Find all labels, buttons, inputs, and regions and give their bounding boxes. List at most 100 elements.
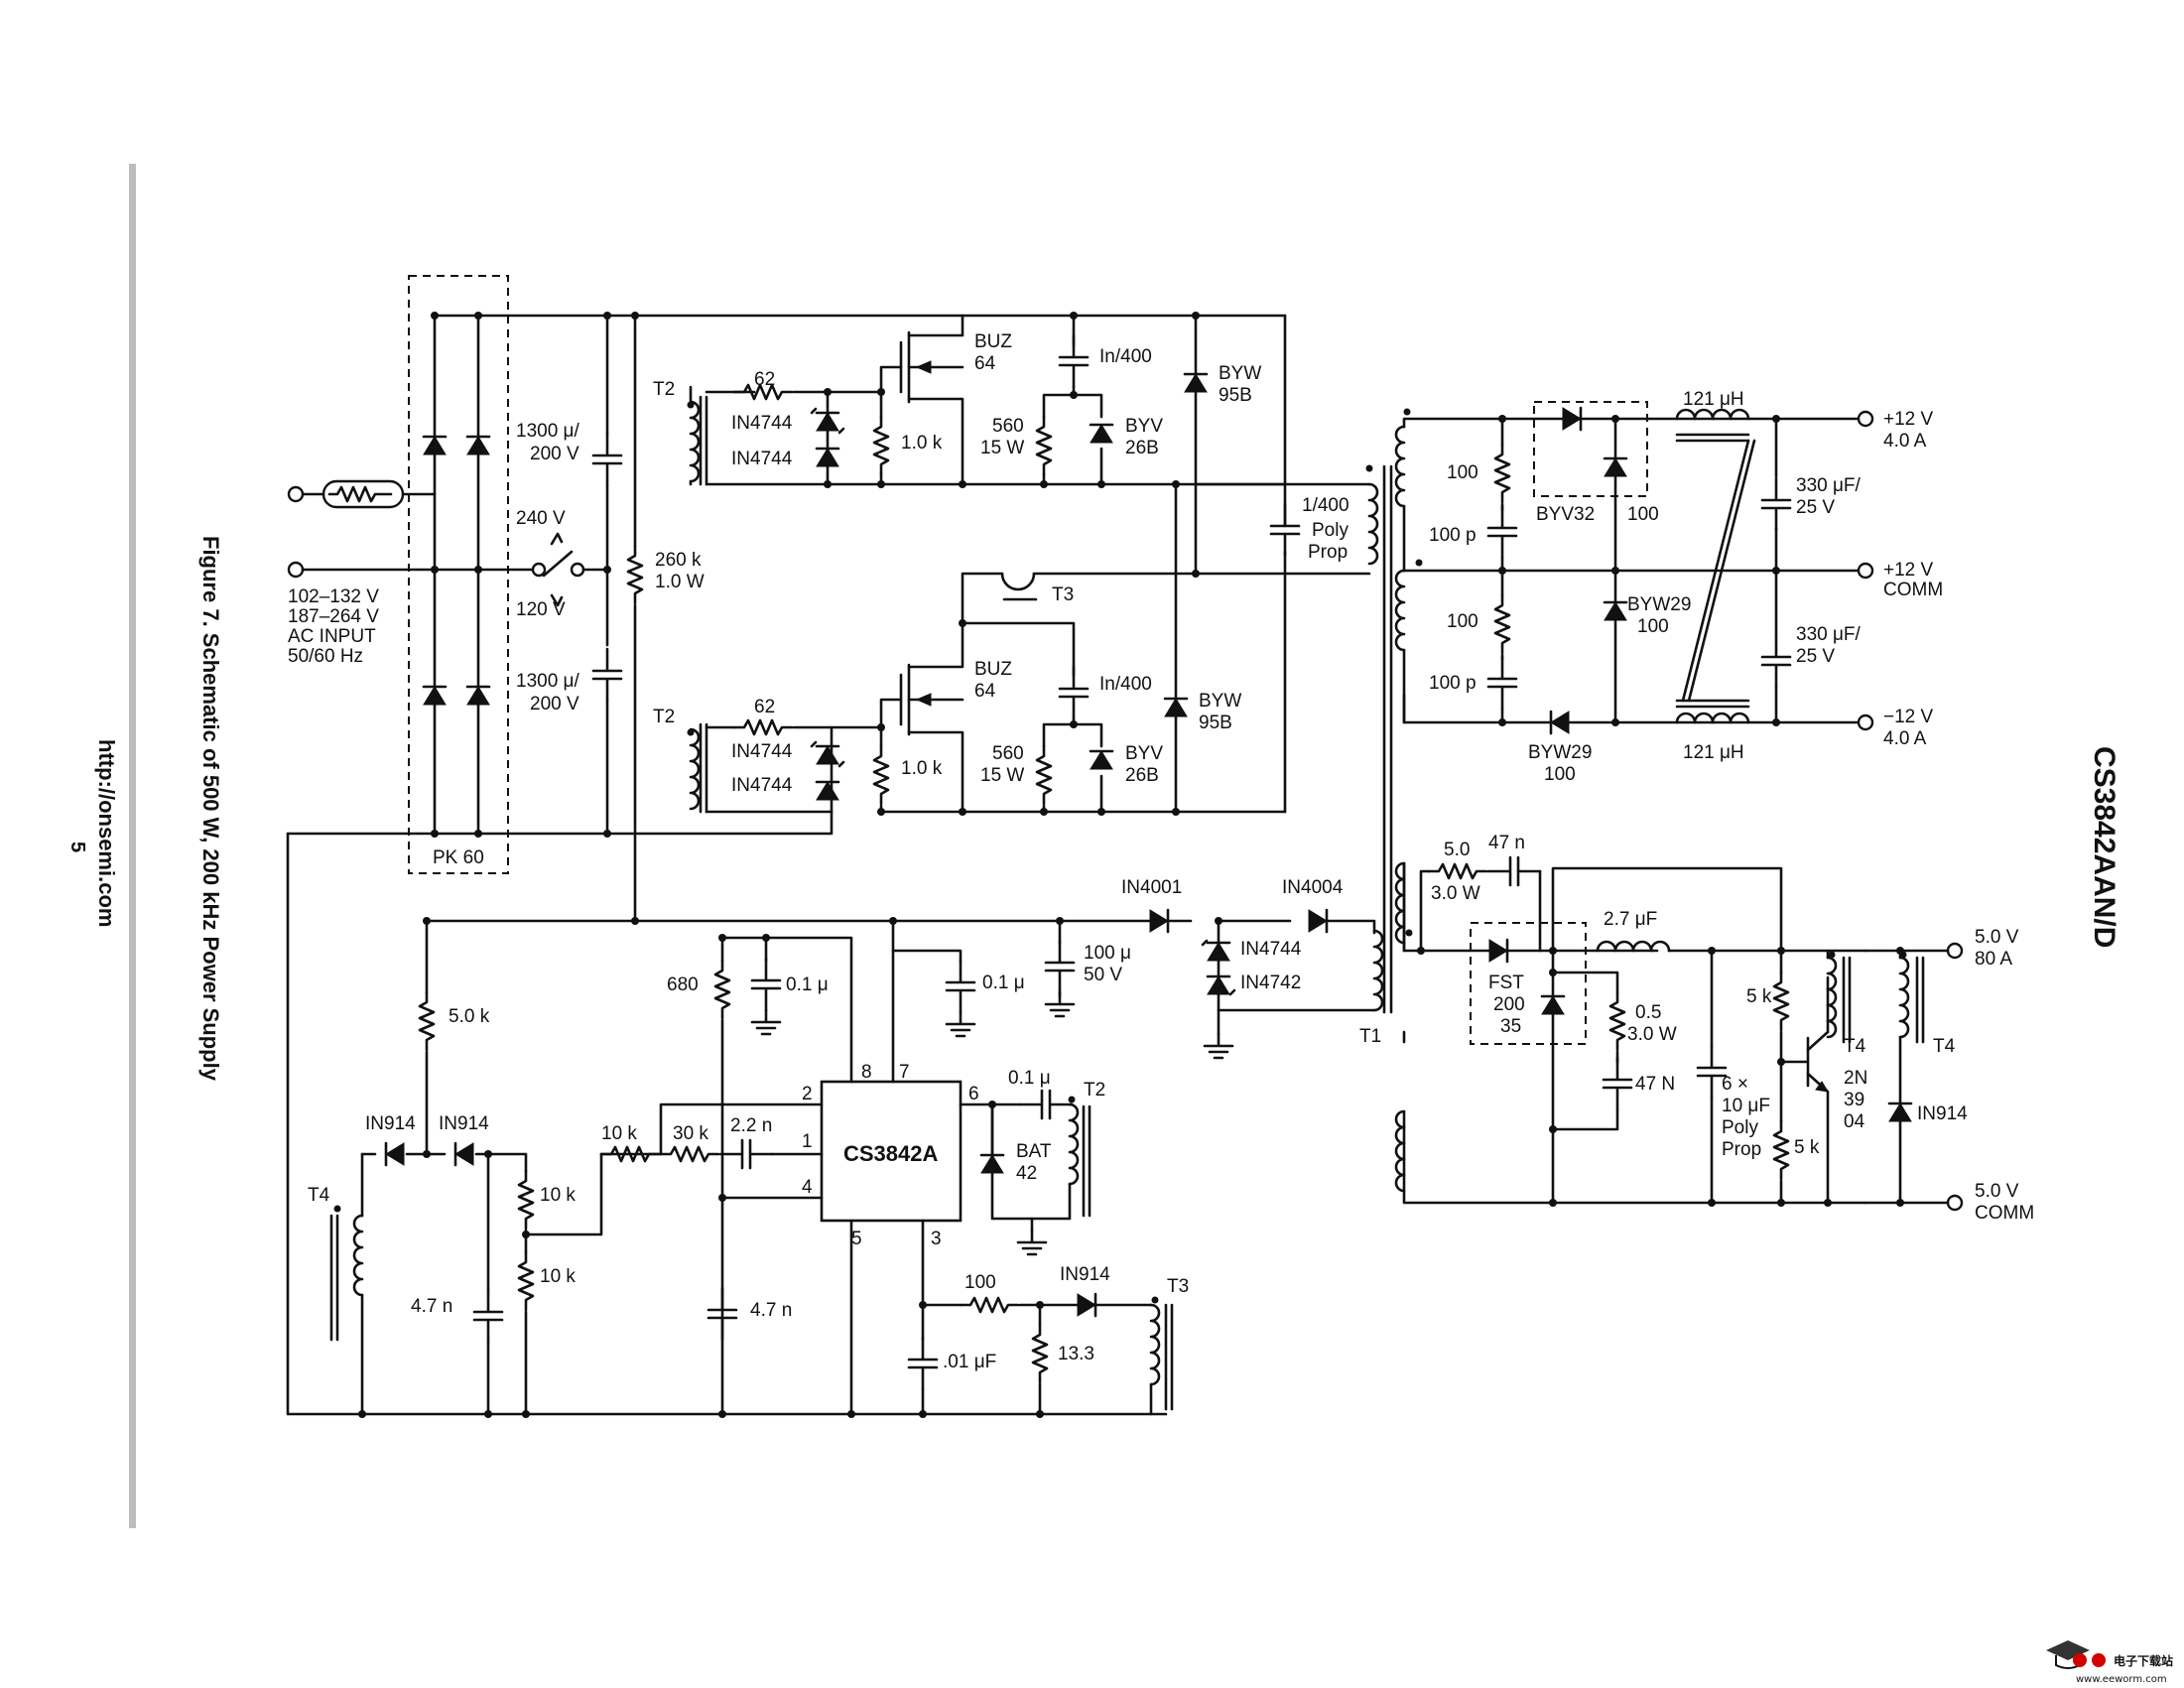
svg-text:560: 560 [992,416,1024,437]
svg-text:CS3842A: CS3842A [843,1141,939,1166]
svg-text:64: 64 [974,681,996,702]
fst20035-box [1470,922,1587,1045]
svg-text:330 μF/: 330 μF/ [1796,475,1862,496]
svg-text:BYV: BYV [1125,416,1163,437]
svg-text:200 V: 200 V [530,694,579,714]
svg-text:0.5: 0.5 [1635,1002,1661,1023]
svg-text:680: 680 [667,974,699,995]
svg-text:FST: FST [1488,973,1524,993]
svg-text:0.1 μ: 0.1 μ [1008,1068,1051,1089]
svg-text:IN914: IN914 [365,1113,416,1134]
svg-text:120 V: 120 V [516,599,566,620]
svg-text:100: 100 [1544,764,1576,785]
svg-text:IN4744: IN4744 [1240,939,1302,960]
svg-text:10 μF: 10 μF [1722,1096,1770,1116]
svg-text:T1: T1 [1359,1026,1381,1047]
svg-text:4.7 n: 4.7 n [750,1300,792,1321]
svg-text:8: 8 [861,1062,872,1083]
svg-text:IN4004: IN4004 [1282,877,1344,898]
svg-text:64: 64 [974,353,996,374]
svg-text:BYW: BYW [1219,363,1261,384]
svg-text:1300 μ/: 1300 μ/ [516,671,579,692]
svg-text:26B: 26B [1125,765,1159,786]
svg-text:1/400: 1/400 [1302,495,1349,516]
svg-text:15 W: 15 W [980,765,1024,786]
svg-text:50/60 Hz: 50/60 Hz [288,646,363,667]
svg-text:95B: 95B [1219,385,1252,406]
svg-text:T2: T2 [653,379,675,400]
svg-text:10 k: 10 k [540,1185,576,1206]
svg-text:25 V: 25 V [1796,646,1835,667]
svg-text:100: 100 [1447,462,1478,483]
svg-text:39: 39 [1844,1090,1864,1110]
svg-text:IN4744: IN4744 [731,413,793,434]
svg-text:1.0 k: 1.0 k [901,433,943,454]
svg-text:260 k: 260 k [655,550,702,571]
svg-text:COMM: COMM [1975,1203,2034,1224]
secondary-5v: 5.0 3.0 W 47 n FST 200 35 0.5 3.0 W 47 N… [1417,833,2034,1224]
svg-text:Poly: Poly [1312,520,1349,541]
svg-text:BYW: BYW [1199,691,1241,712]
svg-text:4.7 n: 4.7 n [411,1296,452,1317]
svg-text:BYW29: BYW29 [1528,742,1592,763]
svg-text:5: 5 [851,1229,862,1249]
svg-text:5.0 V: 5.0 V [1975,927,2019,948]
watermark-logo: 电子下载站 www.eeworm.com [2046,1640,2173,1685]
svg-text:T2: T2 [653,707,675,727]
svg-text:.01 μF: .01 μF [943,1352,996,1372]
svg-text:62: 62 [754,369,775,390]
svg-text:Prop: Prop [1722,1139,1761,1160]
svg-text:5.0 k: 5.0 k [449,1006,490,1027]
svg-text:7: 7 [899,1062,910,1083]
svg-text:13.3: 13.3 [1058,1344,1094,1364]
svg-text:6 ×: 6 × [1722,1074,1748,1095]
svg-text:187–264 V: 187–264 V [288,606,379,627]
svg-text:BUZ: BUZ [974,331,1012,352]
svg-text:1: 1 [802,1131,813,1152]
svg-text:42: 42 [1016,1163,1037,1184]
byv32-box [1533,401,1648,497]
svg-text:T3: T3 [1052,584,1074,605]
onsemi-url: http://onsemi.com [94,739,119,927]
svg-text:100 p: 100 p [1429,673,1477,694]
svg-text:3.0 W: 3.0 W [1431,883,1480,904]
svg-text:2.7 μF: 2.7 μF [1604,909,1657,930]
svg-text:BYW29: BYW29 [1627,594,1691,615]
svg-text:IN4744: IN4744 [731,741,793,762]
svg-text:50 V: 50 V [1084,965,1122,985]
svg-text:www.eeworm.com: www.eeworm.com [2076,1674,2167,1685]
secondary-12v: 100 100 p 100 100 p BYV32 100 BYW29 100 … [1429,389,1943,785]
svg-text:Poly: Poly [1722,1117,1758,1138]
svg-text:3.0 W: 3.0 W [1627,1024,1677,1045]
primary-switch-top: T2 62 IN4744 IN4744 1.0 k BUZ 64 In/400 [653,312,1287,572]
ac-input-section: 102–132 V 187–264 V AC INPUT 50/60 Hz PK… [286,275,1287,1416]
svg-text:BAT: BAT [1016,1141,1052,1162]
svg-text:IN4744: IN4744 [731,449,793,469]
svg-text:COMM: COMM [1883,580,1943,600]
svg-text:100: 100 [964,1272,996,1293]
svg-text:330 μF/: 330 μF/ [1796,624,1862,645]
svg-text:200 V: 200 V [530,444,579,464]
svg-text:Prop: Prop [1308,542,1348,563]
svg-text:6: 6 [968,1084,979,1104]
svg-text:IN914: IN914 [439,1113,489,1134]
svg-text:10 k: 10 k [540,1266,576,1287]
svg-text:80 A: 80 A [1975,949,2012,970]
svg-text:2.2 n: 2.2 n [730,1115,772,1136]
svg-text:T4: T4 [1844,1036,1866,1057]
svg-text:−12 V: −12 V [1883,707,1934,727]
svg-text:26B: 26B [1125,438,1159,458]
svg-text:121 μH: 121 μH [1683,742,1744,763]
svg-text:100: 100 [1627,504,1659,525]
document-code: CS3842AAN/D [2088,746,2120,948]
svg-text:5.0 V: 5.0 V [1975,1181,2019,1202]
svg-text:102–132 V: 102–132 V [288,586,379,607]
svg-text:In/400: In/400 [1099,674,1152,695]
svg-text:25 V: 25 V [1796,497,1835,518]
svg-text:100: 100 [1447,611,1478,632]
svg-text:电子下载站: 电子下载站 [2114,1653,2173,1668]
cs3842a-ic [820,1080,963,1223]
svg-text:4.0 A: 4.0 A [1883,431,1927,452]
svg-text:10 k: 10 k [601,1123,637,1144]
